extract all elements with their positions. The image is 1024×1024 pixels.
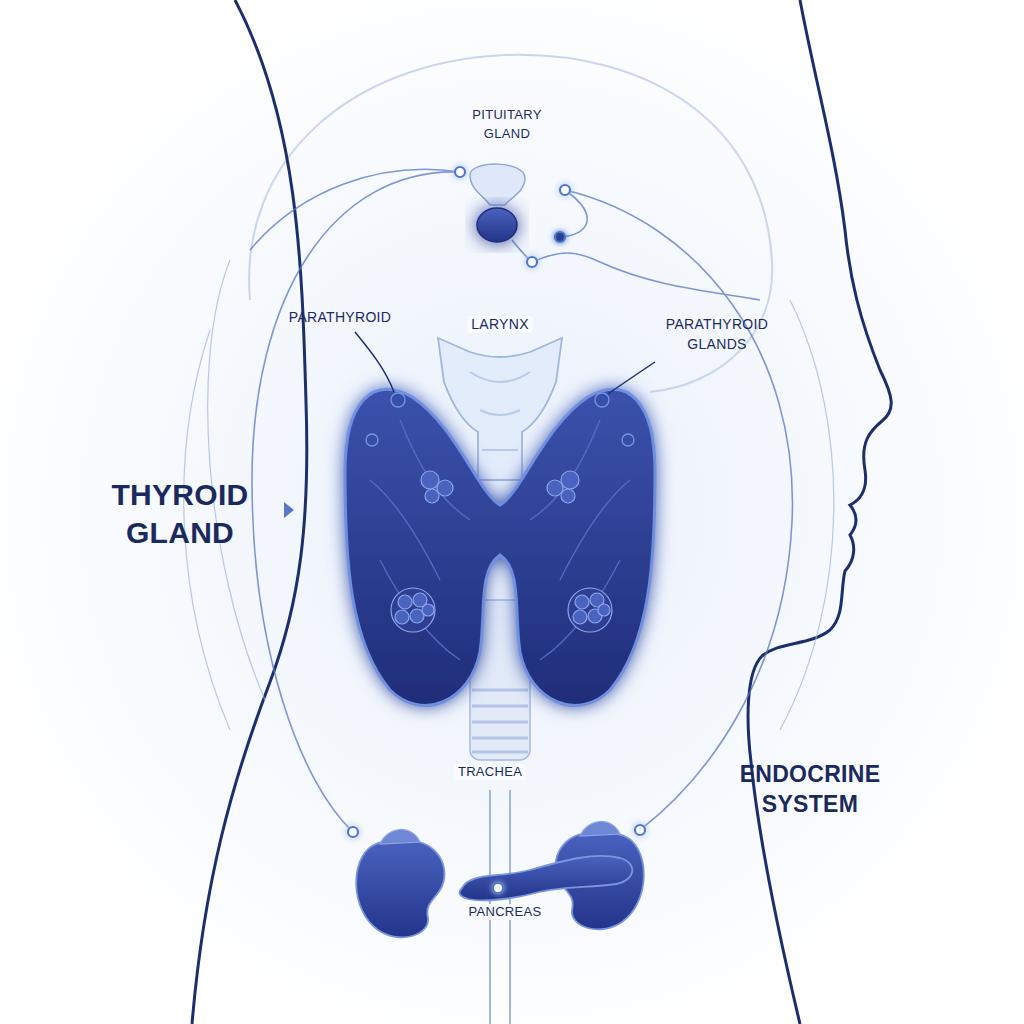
system-label: ENDOCRINE SYSTEM [723,760,898,820]
hypothalamus [470,164,525,205]
thyroid-lobes [345,390,655,706]
face-profile [748,0,891,1024]
gland-label: PITUITARY GLAND [452,106,562,144]
main-label: THYROID GLAND [88,476,273,553]
parathyroid-glands [366,393,634,446]
pointer-arrow [284,502,294,518]
arc-line [780,300,834,730]
kidneys [356,821,644,937]
trachea-rings [472,690,528,752]
pituitary-gland [470,164,525,242]
part-label: TRACHEA [454,764,526,780]
left-kidney [356,840,444,937]
part-label: LARYNX [467,316,533,333]
glow-dots [348,167,645,837]
arc-line [560,190,587,237]
leader-line [355,332,394,392]
left-adrenal [380,829,420,844]
thyroid-gland [345,390,655,706]
glow-dot [493,883,503,893]
organ-label: PANCREAS [465,904,546,920]
connection-arcs [250,169,792,832]
arc-line [250,169,460,250]
neck-outline [192,0,307,1024]
leader-lines [355,332,655,394]
larynx-detail [470,372,530,450]
right-adrenal [580,821,620,836]
arc-line [532,253,760,300]
pancreas [460,856,633,900]
thyroid-veins [370,420,630,660]
gland-label: PARATHYROID [289,309,391,326]
gland-label: PARATHYROID GLANDS [655,314,780,355]
thyroid-follicles [391,471,612,632]
leader-line [608,362,655,394]
pituitary-body [477,208,517,242]
